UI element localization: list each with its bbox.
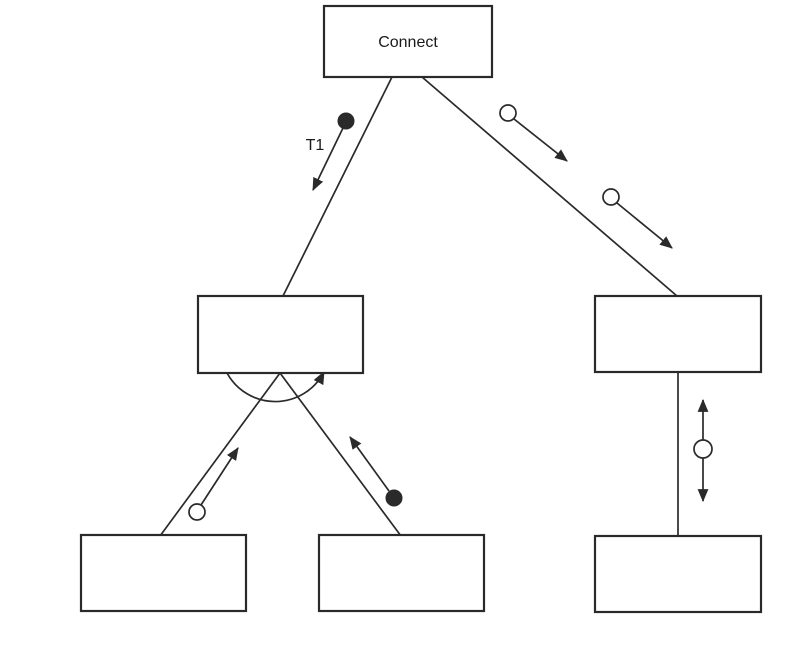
- node-right-leaf-box: [593, 534, 763, 614]
- edge-connect-to-left-branch: [282, 76, 393, 297]
- edge-left-branch-to-leaf-1: [159, 372, 281, 537]
- token-annotation-right-2: [602, 188, 673, 249]
- token-annotation-right-leaf: [693, 398, 713, 503]
- node-left-branch: [196, 294, 365, 375]
- arrow-down-left-icon: [312, 127, 344, 191]
- arrow-down-right-icon: [616, 202, 673, 249]
- node-connect-label: Connect: [378, 34, 438, 51]
- token-annotation-left-leaf-1: [188, 447, 239, 521]
- arrow-up-right-icon: [200, 447, 239, 506]
- node-right-branch-box: [593, 294, 763, 374]
- edge-left-branch-to-leaf-2: [279, 372, 402, 537]
- node-right-branch: [593, 294, 763, 374]
- token-annotation-right-1: [499, 104, 568, 162]
- arrow-down-right-icon: [513, 118, 568, 162]
- node-left-leaf-1: [79, 533, 248, 613]
- edge-label-t1: T1: [306, 137, 325, 154]
- arrow-up-left-icon: [349, 436, 390, 492]
- token-annotation-t1: T1: [306, 112, 355, 191]
- filled-token-icon: [385, 489, 403, 507]
- token-annotation-left-leaf-2: [349, 436, 403, 507]
- open-token-icon: [602, 188, 620, 206]
- filled-token-icon: [337, 112, 355, 130]
- open-token-icon: [693, 439, 713, 459]
- sequence-arc-arrow-icon: [226, 371, 325, 403]
- node-left-branch-box: [196, 294, 365, 375]
- open-token-icon: [499, 104, 517, 122]
- node-left-leaf-2-box: [317, 533, 486, 613]
- node-connect-box: [322, 4, 494, 79]
- node-left-leaf-1-box: [79, 533, 248, 613]
- edge-connect-to-right-branch: [421, 76, 678, 297]
- open-token-icon: [188, 503, 206, 521]
- node-right-leaf: [593, 534, 763, 614]
- node-left-leaf-2: [317, 533, 486, 613]
- node-connect: Connect: [322, 4, 494, 79]
